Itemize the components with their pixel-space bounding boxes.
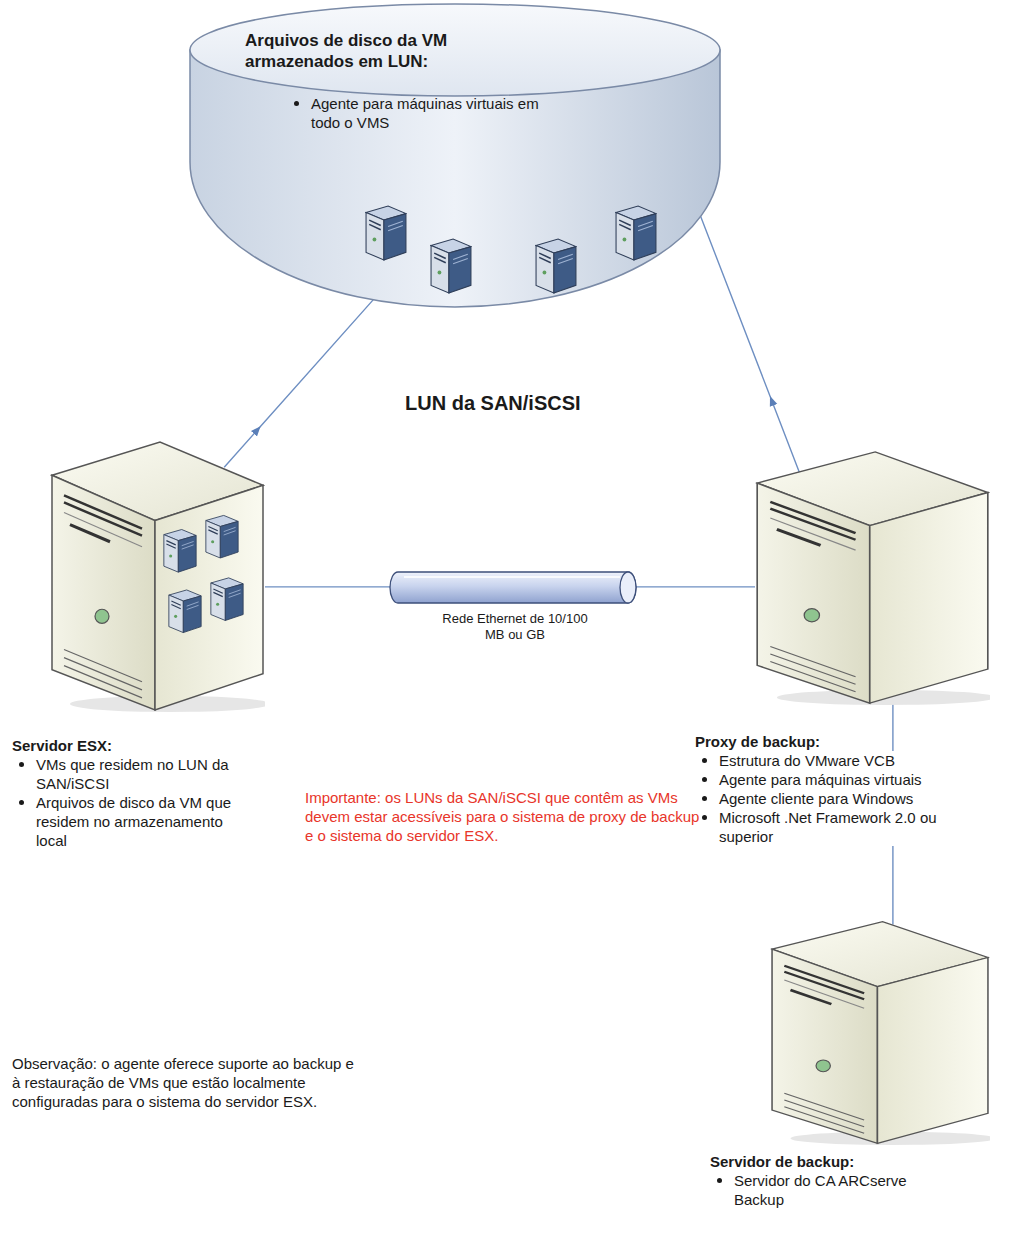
storage-lun: Arquivos de disco da VM armazenados em L… (188, 2, 722, 308)
node-heading: Servidor de backup: (710, 1152, 854, 1171)
note-text: Observação: o agente oferece suporte ao … (12, 1054, 357, 1111)
connector-line (224, 298, 375, 467)
caption-block: Proxy de backup:Estrutura do VMware VCBA… (695, 732, 995, 846)
bullet-text: Agente cliente para Windows (719, 789, 913, 808)
server-tower (770, 920, 990, 1145)
server-tower (50, 440, 265, 712)
bullet-text: Estrutura do VMware VCB (719, 751, 895, 770)
bullet-text: Microsoft .Net Framework 2.0 ou superior (719, 808, 959, 846)
bullet-text: Agente para máquinas virtuais (719, 770, 922, 789)
bullet-text: Agente para máquinas virtuais em todo o … (311, 94, 546, 132)
storage-label: LUN da SAN/iSCSI (405, 391, 665, 415)
esx-server: Servidor ESX:VMs que residem no LUN da S… (50, 440, 265, 712)
node-heading: Arquivos de disco da VM armazenados em L… (245, 30, 545, 72)
proxy-server: Proxy de backup:Estrutura do VMware VCBA… (755, 450, 990, 705)
edge-label: Rede Ethernet de 10/100 MB ou GB (440, 611, 590, 643)
bullet-text: VMs que residem no LUN da SAN/iSCSI (36, 755, 246, 793)
note-text: Importante: os LUNs da SAN/iSCSI que con… (305, 788, 700, 845)
bullet-text: Servidor do CA ARCserve Backup (734, 1171, 924, 1209)
node-heading: Proxy de backup: (695, 732, 820, 751)
node-heading: Servidor ESX: (12, 736, 112, 755)
connector-line (700, 215, 800, 473)
caption-block: Servidor ESX:VMs que residem no LUN da S… (12, 736, 282, 850)
server-tower (755, 450, 990, 705)
caption-block: Servidor de backup:Servidor do CA ARCser… (710, 1152, 960, 1209)
bullet-text: Arquivos de disco da VM que residem no a… (36, 793, 246, 850)
backup-server: Servidor de backup:Servidor do CA ARCser… (770, 920, 990, 1145)
